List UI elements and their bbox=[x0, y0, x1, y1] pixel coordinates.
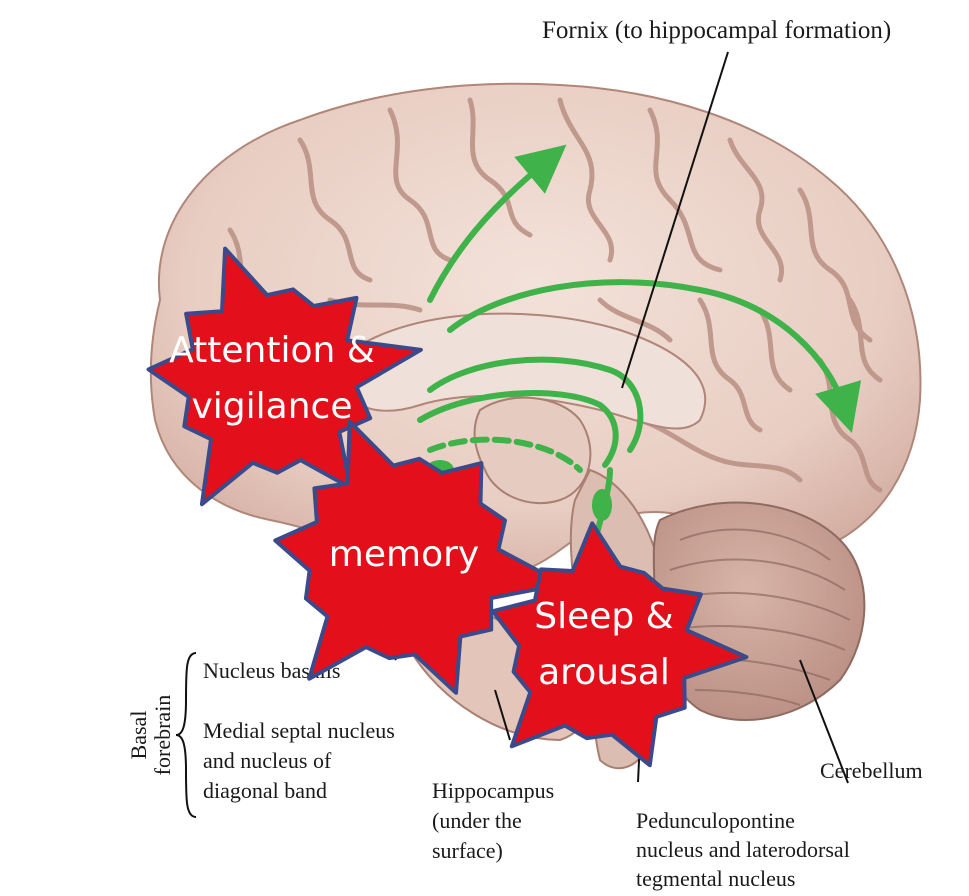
medial-septal-label-1: Medial septal nucleus bbox=[203, 718, 395, 743]
ppn-label-2: nucleus and laterodorsal bbox=[636, 837, 850, 862]
ppn-nucleus-marker bbox=[592, 489, 612, 521]
cerebellum-label: Cerebellum bbox=[820, 758, 923, 783]
attention-callout-line1: Attention & bbox=[169, 330, 375, 371]
hippocampus-label-3: surface) bbox=[432, 838, 503, 863]
medial-septal-label-2: and nucleus of bbox=[203, 748, 332, 773]
sleep-callout-line2: arousal bbox=[538, 652, 670, 693]
hippocampus-label-2: (under the bbox=[432, 808, 522, 833]
basal-forebrain-label-2: forebrain bbox=[150, 695, 175, 776]
basal-forebrain-bracket bbox=[176, 653, 196, 817]
hippocampus-label-1: Hippocampus bbox=[432, 778, 554, 803]
memory-callout: memory bbox=[329, 534, 479, 575]
sleep-callout-line1: Sleep & bbox=[534, 596, 674, 637]
attention-callout-line2: vigilance bbox=[192, 386, 353, 427]
ppn-label-1: Pedunculopontine bbox=[636, 808, 795, 833]
basal-forebrain-label-1: Basal bbox=[126, 711, 151, 760]
ppn-label-3: tegmental nucleus bbox=[636, 866, 795, 891]
medial-septal-label-3: diagonal band bbox=[203, 778, 327, 803]
fornix-label: Fornix (to hippocampal formation) bbox=[542, 17, 891, 44]
